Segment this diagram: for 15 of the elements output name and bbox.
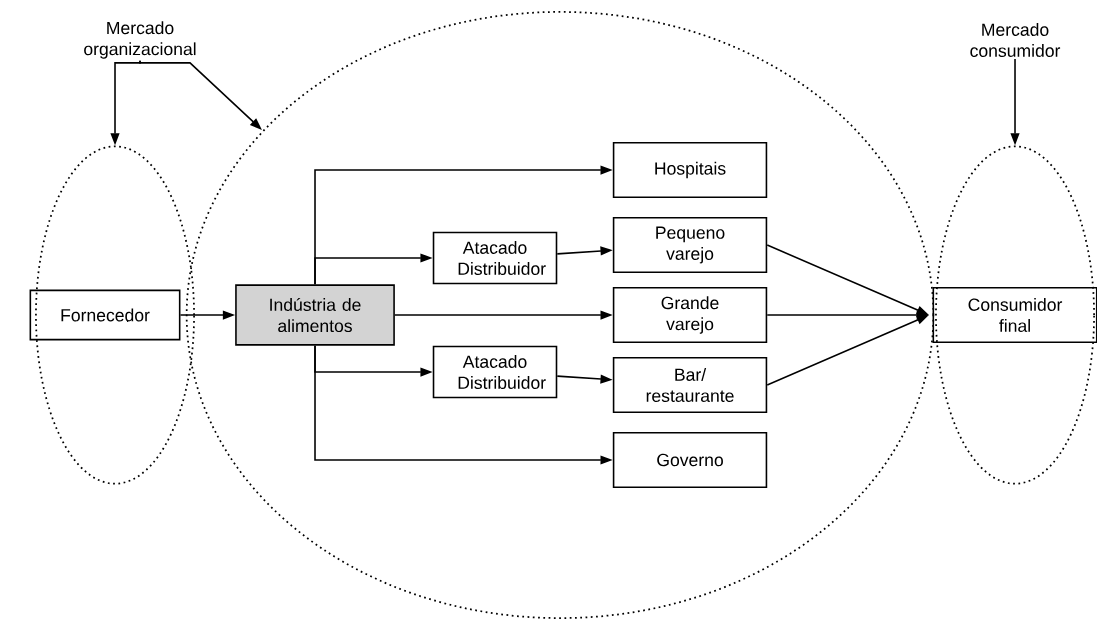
process-box: Grande varejo bbox=[612, 286, 768, 344]
process-box: Hospitais bbox=[612, 142, 768, 198]
process-box: Pequeno varejo bbox=[612, 217, 768, 274]
arrow bbox=[139, 60, 262, 130]
market-label: Mercado consumidor bbox=[970, 23, 1061, 57]
dotted-ellipse bbox=[935, 145, 1095, 485]
process-box: Bar/ restaurante bbox=[612, 356, 768, 414]
process-box: Fornecedor bbox=[29, 289, 181, 341]
process-box: Atacado Distribuidor bbox=[432, 231, 558, 285]
dotted-ellipse bbox=[35, 145, 195, 485]
process-box: Atacado Distribuidor bbox=[432, 345, 558, 399]
highlighted-box: Indústria de alimentos bbox=[235, 284, 395, 346]
market-label: Mercado organizacional bbox=[84, 21, 196, 59]
process-box: Consumidor final bbox=[932, 286, 1097, 344]
process-box: Governo bbox=[612, 432, 768, 489]
